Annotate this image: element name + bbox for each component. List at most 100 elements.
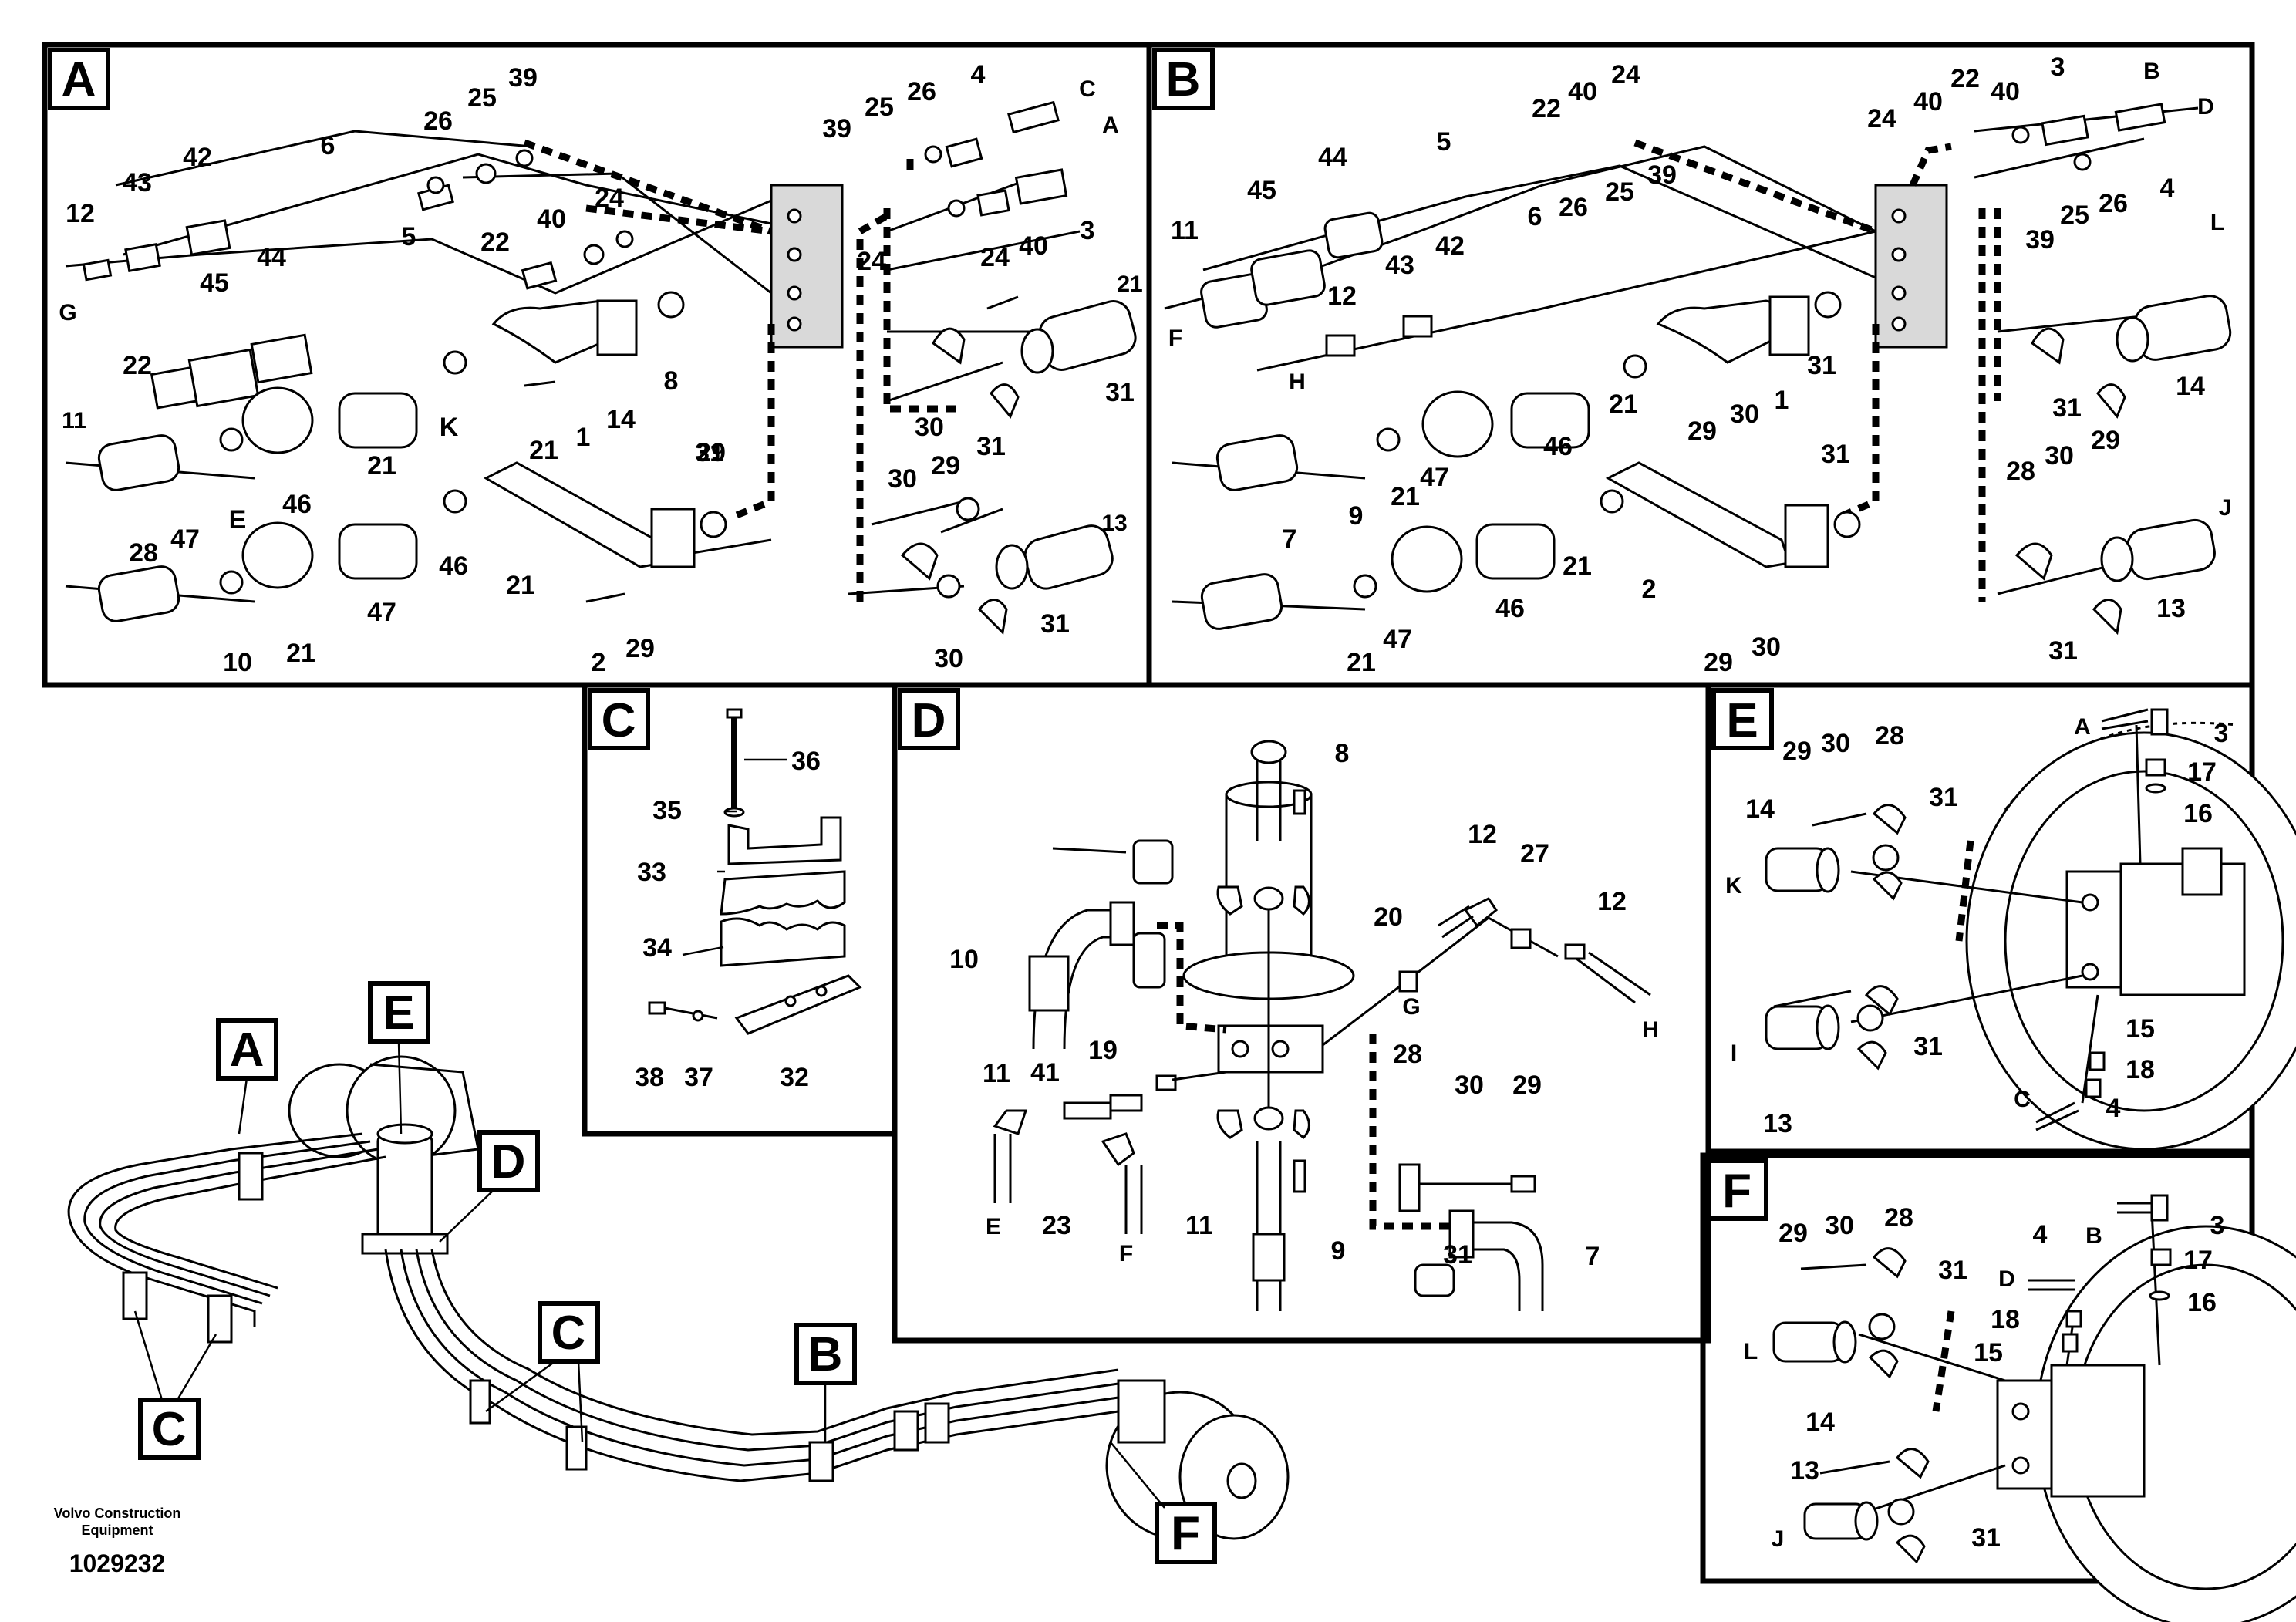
callout: 31 xyxy=(1929,783,1958,812)
panel-a-flange-2 xyxy=(650,508,696,568)
callout: 21 xyxy=(1347,648,1376,677)
panel-e-letter: E xyxy=(1726,694,1758,747)
callout: 39 xyxy=(1647,160,1677,190)
callout: 12 xyxy=(66,199,95,228)
callout: 39 xyxy=(508,63,538,93)
callout: 29 xyxy=(1512,1071,1542,1100)
panel-a-fittings-top xyxy=(82,100,1068,290)
washer-37 xyxy=(692,1010,704,1022)
callout: 42 xyxy=(183,143,212,172)
callout: 36 xyxy=(791,747,821,776)
callout: 21 xyxy=(1563,551,1592,581)
callout: 13 xyxy=(1101,511,1127,536)
callout: 26 xyxy=(2099,189,2128,218)
panel-b-letter-box xyxy=(1152,48,1215,110)
callout: I xyxy=(1731,1040,1737,1066)
panel-b-callouts: 44 5 22 40 24 22 40 3 B 45 24 40 D 11 F … xyxy=(1168,52,2232,677)
callout: 22 xyxy=(123,351,152,380)
callout: 7 xyxy=(1586,1242,1600,1271)
callout: 21 xyxy=(1117,271,1142,297)
overview-label-d: D xyxy=(491,1135,526,1189)
callout: 12 xyxy=(1597,887,1627,916)
plate-32 xyxy=(734,974,862,1035)
callout: 21 xyxy=(529,436,558,465)
panel-a-route-1 xyxy=(523,139,773,235)
callout: 9 xyxy=(1331,1236,1346,1266)
callout: 11 xyxy=(1171,216,1199,245)
callout: 40 xyxy=(537,204,566,234)
callout: 46 xyxy=(282,490,312,519)
callout: 25 xyxy=(1605,177,1634,207)
panel-a-letter-box xyxy=(48,48,110,110)
callout: F xyxy=(1168,325,1182,351)
callout: G xyxy=(59,300,76,325)
callout: 46 xyxy=(439,551,468,581)
callout: 35 xyxy=(652,796,682,825)
overview-label-c-mid: C xyxy=(551,1307,586,1360)
clamp-lower-34 xyxy=(720,917,846,967)
callout: 47 xyxy=(1420,463,1449,492)
panel-a-couplings xyxy=(97,333,467,622)
callout: 16 xyxy=(2183,799,2213,828)
callout: 46 xyxy=(1543,432,1573,461)
callout: 30 xyxy=(915,413,944,442)
callout: A xyxy=(2074,714,2091,740)
panel-d-callouts: 8 12 27 20 12 H G 10 11 19 41 E 23 11 F … xyxy=(949,739,1659,1271)
callout: 21 xyxy=(1391,482,1420,511)
callout: 31 xyxy=(695,438,724,467)
screw-38 xyxy=(648,1001,666,1015)
callout: 26 xyxy=(423,106,453,136)
panel-f: F B 3 17 4 16 xyxy=(1700,1152,2296,1622)
panel-a-elbow-2 xyxy=(483,461,665,568)
callout: 40 xyxy=(1991,77,2020,106)
callout: 11 xyxy=(983,1059,1010,1088)
callout: 3 xyxy=(2214,719,2229,748)
callout: K xyxy=(440,413,459,442)
callout: 29 xyxy=(2091,426,2120,455)
callout: 29 xyxy=(625,634,655,663)
callout: H xyxy=(1642,1017,1659,1043)
callout: 28 xyxy=(2006,457,2035,486)
callout: 21 xyxy=(286,639,315,668)
panel-b-letter: B xyxy=(1166,53,1201,106)
callout: 19 xyxy=(1088,1036,1118,1065)
callout: 25 xyxy=(2060,201,2089,230)
callout: 34 xyxy=(642,933,672,963)
callout: 16 xyxy=(2187,1288,2217,1317)
callout: 7 xyxy=(1283,524,1297,554)
panel-b-manifold xyxy=(1874,184,1948,349)
panel-e: E A 3 17 xyxy=(1705,682,2296,1155)
callout: 31 xyxy=(1821,440,1850,469)
callout: 25 xyxy=(467,83,497,113)
callout: 1 xyxy=(1775,386,1789,415)
panel-a-letter: A xyxy=(62,53,96,106)
callout: L xyxy=(1744,1339,1758,1364)
callout: 28 xyxy=(1884,1203,1913,1233)
callout: 40 xyxy=(1568,77,1597,106)
callout: 30 xyxy=(1752,632,1781,662)
callout: 30 xyxy=(1825,1211,1854,1240)
callout: 29 xyxy=(1687,416,1717,446)
panel-a-route-3 xyxy=(731,324,775,521)
callout: 31 xyxy=(2048,636,2078,666)
callout: 40 xyxy=(1019,231,1048,261)
callout: 6 xyxy=(1528,202,1542,231)
panel-c: C 36 35 33 34 38 37 32 xyxy=(582,682,898,1137)
callout: 14 xyxy=(606,405,636,434)
clamp-upper-34 xyxy=(720,870,846,916)
callout: 22 xyxy=(1532,94,1561,123)
callout: 31 xyxy=(1105,378,1135,407)
callout: 31 xyxy=(1913,1032,1943,1061)
callout: 21 xyxy=(1609,389,1638,419)
callout: 30 xyxy=(1730,400,1759,429)
callout: 24 xyxy=(857,247,886,276)
callout: 30 xyxy=(2045,441,2074,470)
callout: 22 xyxy=(1950,64,1980,93)
panel-a-route-2 xyxy=(585,204,772,235)
callout: 39 xyxy=(822,114,851,143)
callout: 47 xyxy=(170,524,200,554)
callout: 5 xyxy=(402,222,416,251)
callout: 38 xyxy=(635,1063,664,1092)
callout: 45 xyxy=(200,268,229,298)
